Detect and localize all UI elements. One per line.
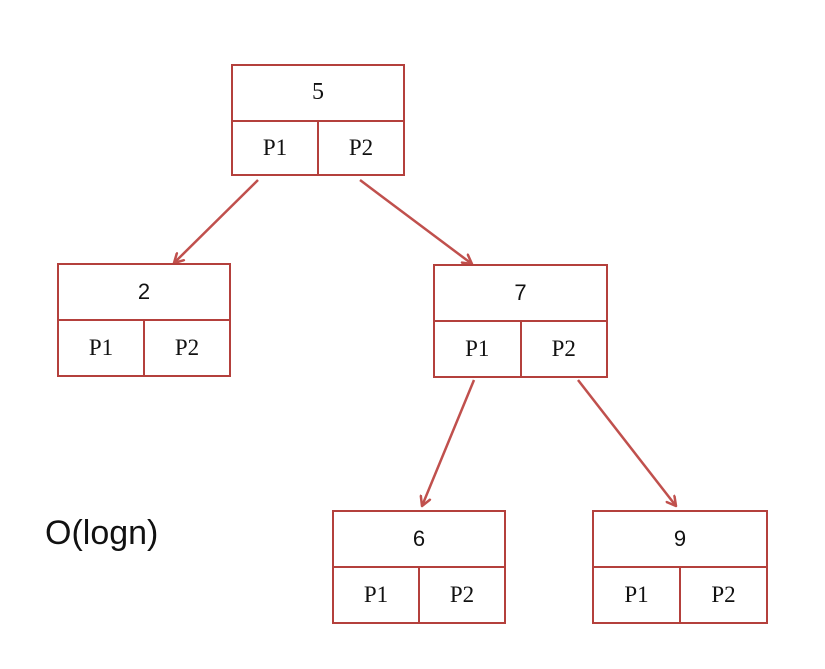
tree-node-9: 9 P1 P2 <box>592 510 768 624</box>
tree-node-5: 5 P1 P2 <box>231 64 405 176</box>
pointer-p1: P1 <box>88 335 114 360</box>
node-pointers: P1 P2 <box>594 568 766 622</box>
pointer-p1: P1 <box>624 582 649 607</box>
pointer-p2: P2 <box>143 321 229 375</box>
tree-node-2: 2 P1 P2 <box>57 263 231 377</box>
edge-5-to-7 <box>359 179 472 264</box>
edge-7-to-6 <box>422 379 476 506</box>
tree-node-7: 7 P1 P2 <box>433 264 608 378</box>
pointer-p1: P1 <box>363 582 389 607</box>
edge-7-to-9 <box>577 379 676 506</box>
node-pointers: P1 P2 <box>334 568 504 622</box>
node-key: 6 <box>334 512 504 568</box>
node-key: 5 <box>233 66 403 122</box>
complexity-label: O(logn) <box>45 514 159 552</box>
node-key: 9 <box>594 512 766 568</box>
pointer-p2: P2 <box>418 568 504 622</box>
node-pointers: P1 P2 <box>233 121 403 174</box>
node-pointers: P1 P2 <box>435 322 606 376</box>
node-key: 2 <box>59 265 229 321</box>
pointer-p2: P2 <box>317 121 403 174</box>
pointer-p1: P1 <box>465 336 490 361</box>
tree-node-6: 6 P1 P2 <box>332 510 506 624</box>
pointer-p2: P2 <box>679 568 766 622</box>
node-key: 7 <box>435 266 606 322</box>
pointer-p2: P2 <box>519 322 607 376</box>
edge-5-to-2 <box>174 179 259 263</box>
node-pointers: P1 P2 <box>59 321 229 375</box>
pointer-p1: P1 <box>262 134 288 160</box>
